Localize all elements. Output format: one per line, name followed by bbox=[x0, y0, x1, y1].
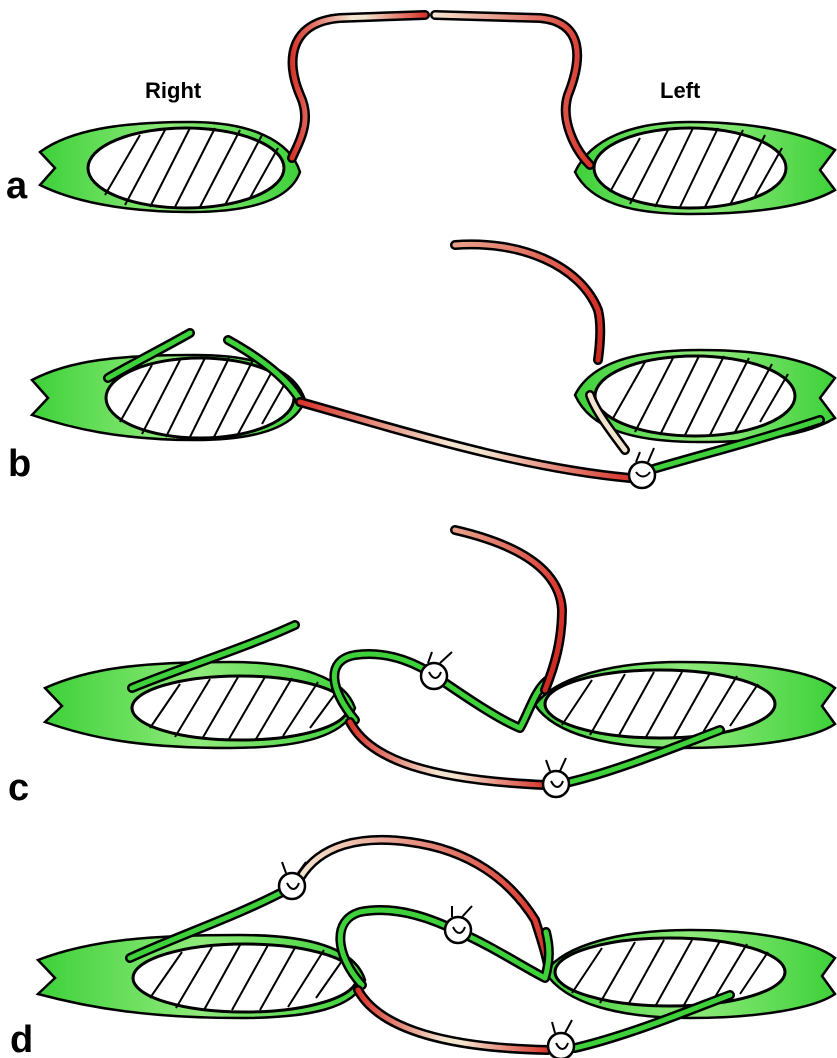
panel-label-d: d bbox=[10, 1019, 33, 1058]
right-flap-strip bbox=[292, 15, 425, 158]
panel-label-c: c bbox=[8, 767, 29, 809]
crossing-loop-edge bbox=[340, 910, 549, 985]
right-side-label: Right bbox=[145, 78, 202, 103]
suture-knot-icon bbox=[629, 448, 655, 488]
suture-knot-icon bbox=[445, 906, 472, 943]
left-side-label: Left bbox=[660, 78, 701, 103]
lifted-flap bbox=[455, 244, 600, 360]
panel-label-b: b bbox=[8, 443, 31, 485]
panel-b: b bbox=[8, 244, 835, 488]
transverse-strip-edge bbox=[300, 402, 630, 478]
suture-knot-icon bbox=[543, 758, 569, 797]
lifted-flap-edge bbox=[455, 530, 562, 690]
lower-transverse-strip bbox=[358, 990, 548, 1050]
panel-label-a: a bbox=[6, 165, 28, 207]
suture-knot-icon bbox=[548, 1020, 574, 1058]
lifted-flap-edge bbox=[455, 244, 600, 360]
left-flap-strip-edge bbox=[435, 15, 590, 165]
right-bone bbox=[88, 128, 284, 208]
left-bone bbox=[545, 670, 775, 738]
panel-a: a bbox=[6, 15, 835, 214]
panel-d: d bbox=[10, 840, 835, 1058]
lifted-flap bbox=[455, 530, 562, 690]
right-flap-strip-edge bbox=[292, 15, 425, 158]
panel-c: c bbox=[8, 530, 835, 809]
right-bone bbox=[133, 944, 357, 1012]
suture-knot-icon bbox=[279, 862, 306, 899]
left-bone bbox=[555, 938, 785, 1006]
